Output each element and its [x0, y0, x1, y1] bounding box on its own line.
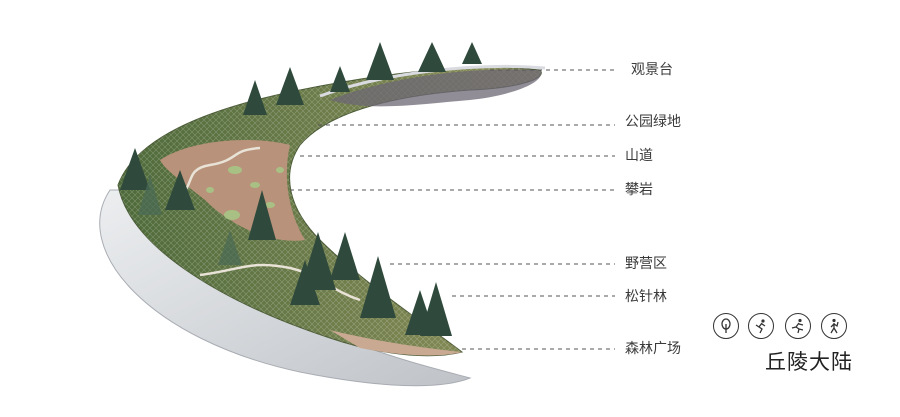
climbing-icon	[748, 313, 774, 339]
label-rock-climbing: 攀岩	[625, 182, 653, 198]
label-observation-deck: 观景台	[631, 62, 673, 78]
label-camping-area: 野营区	[625, 256, 667, 272]
label-mountain-path: 山道	[625, 148, 653, 164]
region-title: 丘陵大陆	[765, 350, 853, 374]
climbing-holds	[206, 166, 284, 220]
pine-trees	[120, 42, 482, 336]
forest-plaza-ground	[330, 330, 462, 356]
label-pine-forest: 松针林	[625, 289, 667, 305]
label-forest-plaza: 森林广场	[625, 341, 681, 357]
runner-icon	[785, 313, 811, 339]
observation-deck-plate	[330, 69, 542, 107]
tree-icon	[713, 313, 739, 339]
leader-lines	[290, 69, 615, 350]
hiker-icon	[821, 313, 847, 339]
mesh-overlay	[118, 67, 542, 356]
label-park-green-space: 公园绿地	[625, 114, 681, 130]
